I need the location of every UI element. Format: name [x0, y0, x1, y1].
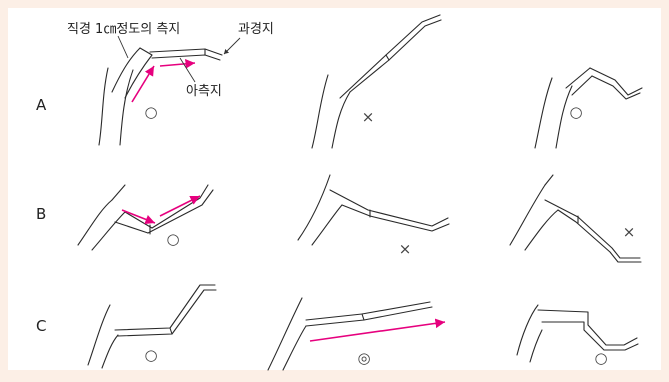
- leader-fruiting-branch: [223, 37, 241, 55]
- label-fruiting-branch: 과경지: [238, 22, 274, 37]
- growth-arrow: [121, 209, 156, 224]
- mark-b2: ×: [399, 240, 412, 258]
- label-secondary-branch: 아측지: [186, 84, 222, 99]
- growth-arrow: [309, 318, 446, 342]
- mark-c3: ○: [594, 349, 607, 367]
- leader-secondary-branch: [179, 57, 196, 83]
- branch-a1: [98, 47, 223, 146]
- growth-arrow: [131, 65, 155, 103]
- branch-a3: [534, 67, 643, 149]
- branch-c2: [267, 297, 433, 371]
- mark-b3: ×: [623, 223, 636, 241]
- mark-a1: ○: [144, 103, 157, 121]
- branch-b2: [297, 174, 450, 246]
- mark-b1: ○: [166, 230, 179, 248]
- mark-c1: ○: [144, 346, 157, 364]
- diagram-panel: [8, 8, 661, 370]
- mark-a2: ×: [362, 108, 375, 126]
- growth-arrow: [159, 195, 201, 217]
- branch-b3: [509, 174, 642, 263]
- branch-c1: [87, 284, 217, 369]
- growth-arrow: [159, 59, 196, 69]
- branch-a2: [311, 14, 442, 149]
- row-label-a: A: [36, 96, 47, 114]
- branch-c3: [516, 304, 639, 363]
- mark-c2: ◎: [357, 349, 370, 367]
- branch-b1: [77, 184, 214, 251]
- row-label-b: B: [36, 205, 46, 223]
- label-lateral-branch: 직경 1㎝정도의 측지: [67, 22, 180, 37]
- row-label-c: C: [36, 317, 46, 335]
- leader-lateral-branch: [117, 35, 129, 59]
- mark-a3: ○: [569, 103, 582, 121]
